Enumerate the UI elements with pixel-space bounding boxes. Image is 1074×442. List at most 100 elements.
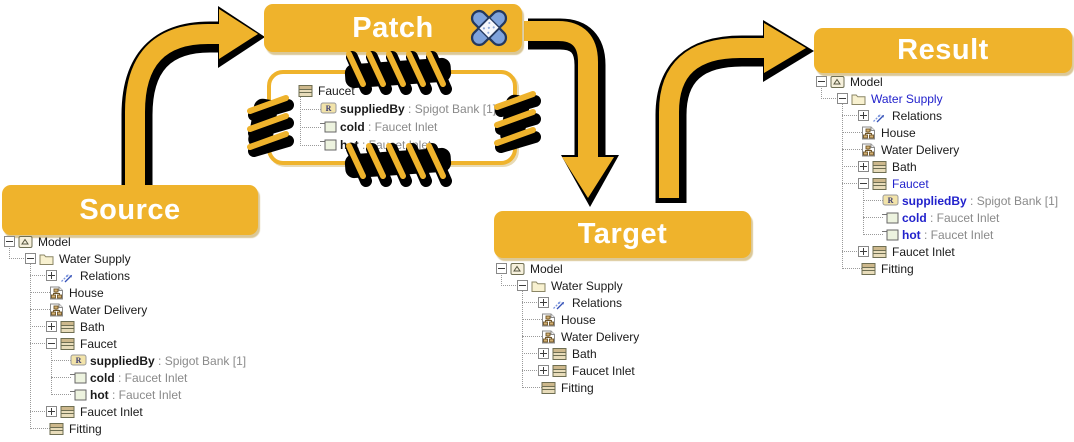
tree-node-water-supply[interactable]: Water Supply bbox=[816, 90, 1072, 107]
tree-node-label: Relations bbox=[892, 108, 943, 123]
tree-connector bbox=[522, 336, 542, 337]
relations-icon bbox=[552, 296, 569, 310]
tree-node-water-delivery[interactable]: Water Delivery bbox=[816, 141, 1072, 158]
tree-node-label: Water Supply bbox=[59, 251, 131, 266]
tree-node-hot[interactable]: hot : Faucet Inlet bbox=[295, 136, 505, 154]
tree-connector bbox=[842, 103, 843, 269]
tree-node-bath[interactable]: Bath bbox=[4, 318, 284, 335]
tree-connector bbox=[842, 149, 862, 150]
tree-node-cold[interactable]: cold : Faucet Inlet bbox=[295, 118, 505, 136]
tree-node-fitting[interactable]: Fitting bbox=[4, 420, 284, 437]
tree-connector bbox=[821, 98, 838, 99]
tree-connector bbox=[30, 275, 47, 276]
folder-icon bbox=[851, 92, 868, 106]
folder-icon bbox=[531, 279, 548, 293]
plus-expander-icon[interactable] bbox=[858, 109, 869, 121]
tree-node-relations[interactable]: Relations bbox=[4, 267, 284, 284]
tree-node-house[interactable]: House bbox=[496, 311, 746, 328]
tree-node-water-delivery[interactable]: Water Delivery bbox=[496, 328, 746, 345]
tree-node-house[interactable]: House bbox=[816, 124, 1072, 141]
tree-node-relations[interactable]: Relations bbox=[816, 107, 1072, 124]
minus-expander-icon[interactable] bbox=[4, 235, 15, 247]
tree-node-water-supply[interactable]: Water Supply bbox=[4, 250, 284, 267]
tree-connector bbox=[51, 394, 71, 395]
tree-node-faucet-inlet[interactable]: Faucet Inlet bbox=[4, 403, 284, 420]
plus-expander-icon[interactable] bbox=[46, 405, 57, 417]
minus-expander-icon[interactable] bbox=[517, 279, 528, 291]
plus-expander-icon[interactable] bbox=[538, 347, 549, 359]
diagram-icon bbox=[861, 126, 878, 140]
tree-connector bbox=[300, 127, 321, 128]
class-icon bbox=[872, 245, 889, 259]
relations-icon bbox=[60, 269, 77, 283]
minus-expander-icon[interactable] bbox=[858, 177, 869, 189]
tree-connector bbox=[30, 343, 47, 344]
patch-banner-label: Patch bbox=[352, 11, 434, 44]
tree-connector bbox=[863, 217, 883, 218]
tree-node-house[interactable]: House bbox=[4, 284, 284, 301]
tree-node-faucet-inlet[interactable]: Faucet Inlet bbox=[496, 362, 746, 379]
class-icon bbox=[861, 262, 878, 276]
tree-connector bbox=[30, 326, 47, 327]
minus-expander-icon[interactable] bbox=[46, 337, 57, 349]
tree-node-relations[interactable]: Relations bbox=[496, 294, 746, 311]
tree-node-model[interactable]: Model bbox=[816, 73, 1072, 90]
tree-node-model[interactable]: Model bbox=[4, 233, 284, 250]
tree-node-bath[interactable]: Bath bbox=[496, 345, 746, 362]
tree-node-faucet[interactable]: Faucet bbox=[4, 335, 284, 352]
tree-node-label: House bbox=[69, 285, 104, 300]
tree-connector bbox=[30, 263, 31, 429]
tree-node-water-supply[interactable]: Water Supply bbox=[496, 277, 746, 294]
tree-node-water-delivery[interactable]: Water Delivery bbox=[4, 301, 284, 318]
minus-expander-icon[interactable] bbox=[816, 75, 827, 87]
tree-node-cold[interactable]: cold : Faucet Inlet bbox=[816, 209, 1072, 226]
tree-node-faucet[interactable]: Faucet bbox=[295, 82, 505, 100]
tree-node-hot[interactable]: hot : Faucet Inlet bbox=[4, 386, 284, 403]
tree-node-fitting[interactable]: Fitting bbox=[816, 260, 1072, 277]
diagram-icon bbox=[49, 286, 66, 300]
tree-node-faucet-inlet[interactable]: Faucet Inlet bbox=[816, 243, 1072, 260]
tree-node-cold[interactable]: cold : Faucet Inlet bbox=[4, 369, 284, 386]
tree-connector bbox=[522, 353, 539, 354]
minus-expander-icon[interactable] bbox=[496, 262, 507, 274]
plus-expander-icon[interactable] bbox=[538, 296, 549, 308]
target-banner-label: Target bbox=[577, 218, 668, 250]
port-icon bbox=[70, 371, 87, 385]
plus-expander-icon[interactable] bbox=[46, 269, 57, 281]
tree-node-label: Faucet bbox=[80, 336, 117, 351]
tree-connector bbox=[300, 145, 321, 146]
model-icon bbox=[830, 75, 847, 89]
reference-icon: R bbox=[70, 354, 87, 368]
tree-node-label: Faucet bbox=[892, 176, 929, 191]
minus-expander-icon[interactable] bbox=[837, 92, 848, 104]
tree-node-label: hot : Faucet Inlet bbox=[902, 227, 994, 242]
tree-node-model[interactable]: Model bbox=[496, 260, 746, 277]
plus-expander-icon[interactable] bbox=[858, 245, 869, 257]
arrow-target-to-result bbox=[655, 20, 814, 203]
reference-icon: R bbox=[320, 102, 337, 116]
minus-expander-icon[interactable] bbox=[25, 252, 36, 264]
class-icon bbox=[552, 347, 569, 361]
plus-expander-icon[interactable] bbox=[858, 160, 869, 172]
tree-node-label: Fitting bbox=[881, 261, 914, 276]
tree-node-hot[interactable]: hot : Faucet Inlet bbox=[816, 226, 1072, 243]
plus-expander-icon[interactable] bbox=[46, 320, 57, 332]
port-icon bbox=[882, 228, 899, 242]
tree-node-bath[interactable]: Bath bbox=[816, 158, 1072, 175]
tree-node-fitting[interactable]: Fitting bbox=[496, 379, 746, 396]
class-icon bbox=[298, 84, 315, 98]
tree-node-label: Fitting bbox=[561, 380, 594, 395]
tree-node-faucet[interactable]: Faucet bbox=[816, 175, 1072, 192]
tree-connector bbox=[842, 183, 859, 184]
folder-icon bbox=[39, 252, 56, 266]
tree-node-label: Model bbox=[38, 234, 71, 249]
tree-connector bbox=[842, 166, 859, 167]
plus-expander-icon[interactable] bbox=[538, 364, 549, 376]
tree-connector bbox=[300, 109, 321, 110]
